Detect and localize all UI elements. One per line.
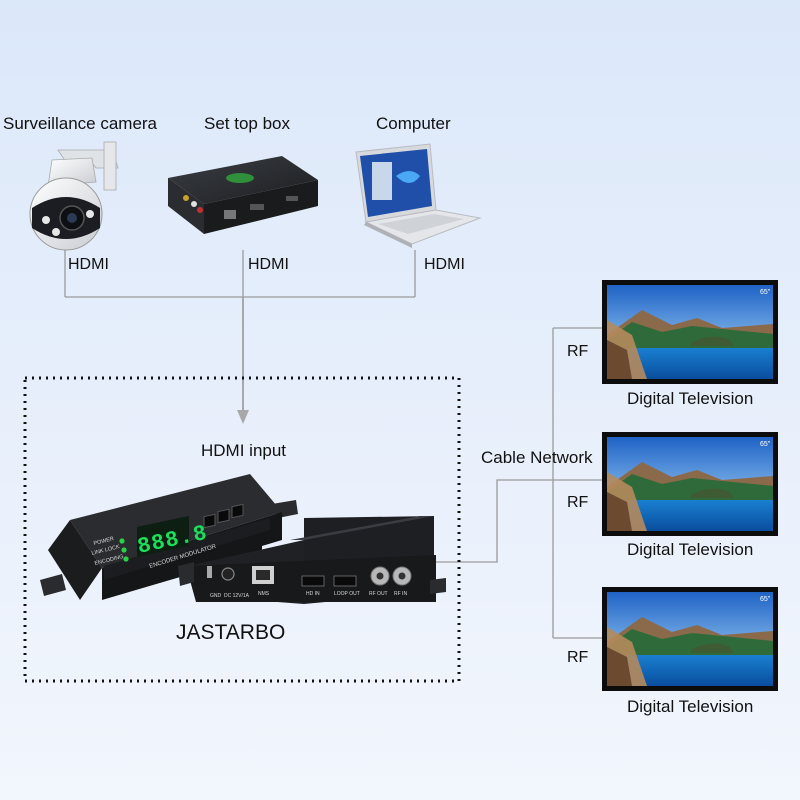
set-top-box-icon xyxy=(168,156,318,234)
brand-label: JASTARBO xyxy=(176,621,286,644)
port-label-rf-in: RF IN xyxy=(394,591,407,597)
cable-network-label: Cable Network xyxy=(481,448,593,467)
port-label-rf-out: RF OUT xyxy=(369,591,388,597)
rf-label-1: RF xyxy=(567,343,589,360)
tv-caption-2: Digital Television xyxy=(627,540,754,559)
port-label-loop-out: LOOP OUT xyxy=(334,591,360,597)
tv-size-label-2: 65" xyxy=(760,441,771,448)
hdmi-input-arrow xyxy=(237,297,249,424)
ptz-dome-camera-icon xyxy=(29,141,119,251)
port-label-nms: NMS xyxy=(258,591,270,597)
tv-size-label-3: 65" xyxy=(760,596,771,603)
source-title-computer: Computer xyxy=(376,114,451,133)
encoder-modulator-device xyxy=(40,474,446,604)
connector-label-set-top-box: HDMI xyxy=(248,256,289,273)
connector-label-computer: HDMI xyxy=(424,256,465,273)
encoder-dotted-frame xyxy=(23,376,461,683)
connector-label-camera: HDMI xyxy=(68,256,109,273)
tv-screen-3 xyxy=(602,587,778,691)
port-label-dc: DC 12V/1A xyxy=(224,593,250,599)
status-leds xyxy=(119,538,129,562)
port-label-gnd: GND xyxy=(210,593,222,599)
port-label-hd-in: HD IN xyxy=(306,591,320,597)
source-bus-lines xyxy=(64,250,416,298)
source-title-set-top-box: Set top box xyxy=(204,114,291,133)
laptop-icon xyxy=(355,143,482,248)
source-title-camera: Surveillance camera xyxy=(3,114,158,133)
rf-label-2: RF xyxy=(567,494,589,511)
tv-screen-1 xyxy=(602,280,778,384)
rf-label-3: RF xyxy=(567,649,589,666)
rf-distribution-lines xyxy=(433,327,602,639)
tv-screen-2 xyxy=(602,432,778,536)
tv-caption-1: Digital Television xyxy=(627,389,754,408)
hdmi-input-label: HDMI input xyxy=(201,441,287,460)
tv-size-label-1: 65" xyxy=(760,289,771,296)
indicator-label-power: POWER xyxy=(93,536,115,547)
tv-caption-3: Digital Television xyxy=(627,697,754,716)
